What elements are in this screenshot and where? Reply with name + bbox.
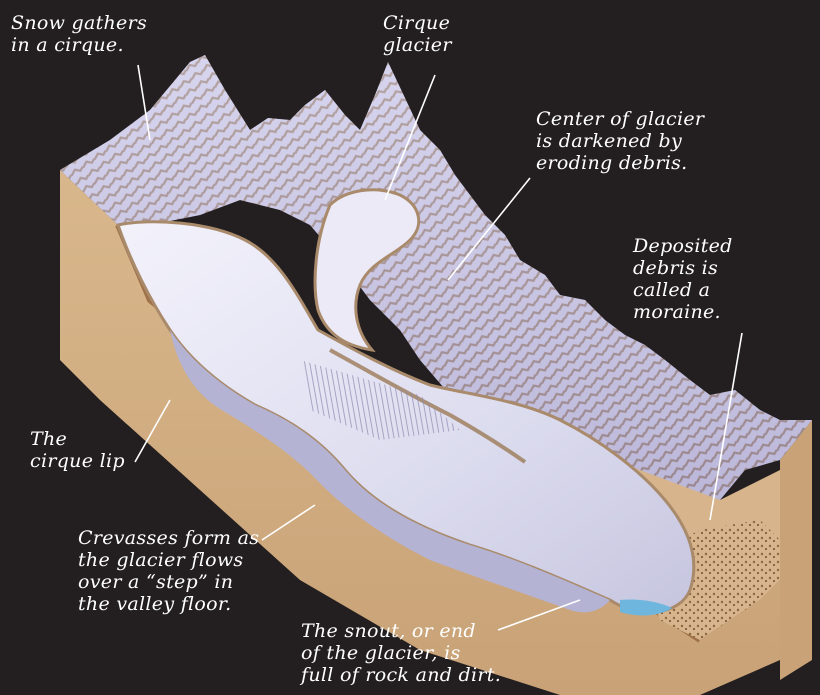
label-line: Snow gathers: [11, 12, 147, 34]
label-line: full of rock and dirt.: [301, 664, 501, 686]
label-line: The: [30, 428, 125, 450]
label-line: Deposited: [633, 235, 733, 257]
label-cirque-glacier: Cirque glacier: [383, 12, 452, 56]
label-deposited-debris: Deposited debris is called a moraine.: [633, 235, 733, 323]
label-line: moraine.: [633, 301, 733, 323]
label-snow-cirque: Snow gathers in a cirque.: [11, 12, 147, 56]
label-line: the glacier flows: [78, 549, 259, 571]
label-line: in a cirque.: [11, 34, 147, 56]
terrain-block-right: [780, 420, 812, 680]
label-snout: The snout, or end of the glacier, is ful…: [301, 620, 501, 686]
label-line: Crevasses form as: [78, 527, 259, 549]
label-line: debris is: [633, 257, 733, 279]
label-line: cirque lip: [30, 450, 125, 472]
label-line: the valley floor.: [78, 593, 259, 615]
label-line: is darkened by: [536, 130, 704, 152]
label-line: of the glacier, is: [301, 642, 501, 664]
label-line: over a “step” in: [78, 571, 259, 593]
label-line: The snout, or end: [301, 620, 501, 642]
label-cirque-lip: The cirque lip: [30, 428, 125, 472]
label-crevasses: Crevasses form as the glacier flows over…: [78, 527, 259, 615]
label-center-glacier: Center of glacier is darkened by eroding…: [536, 108, 704, 174]
label-line: Cirque: [383, 12, 452, 34]
label-line: eroding debris.: [536, 152, 704, 174]
label-line: Center of glacier: [536, 108, 704, 130]
label-line: glacier: [383, 34, 452, 56]
label-line: called a: [633, 279, 733, 301]
